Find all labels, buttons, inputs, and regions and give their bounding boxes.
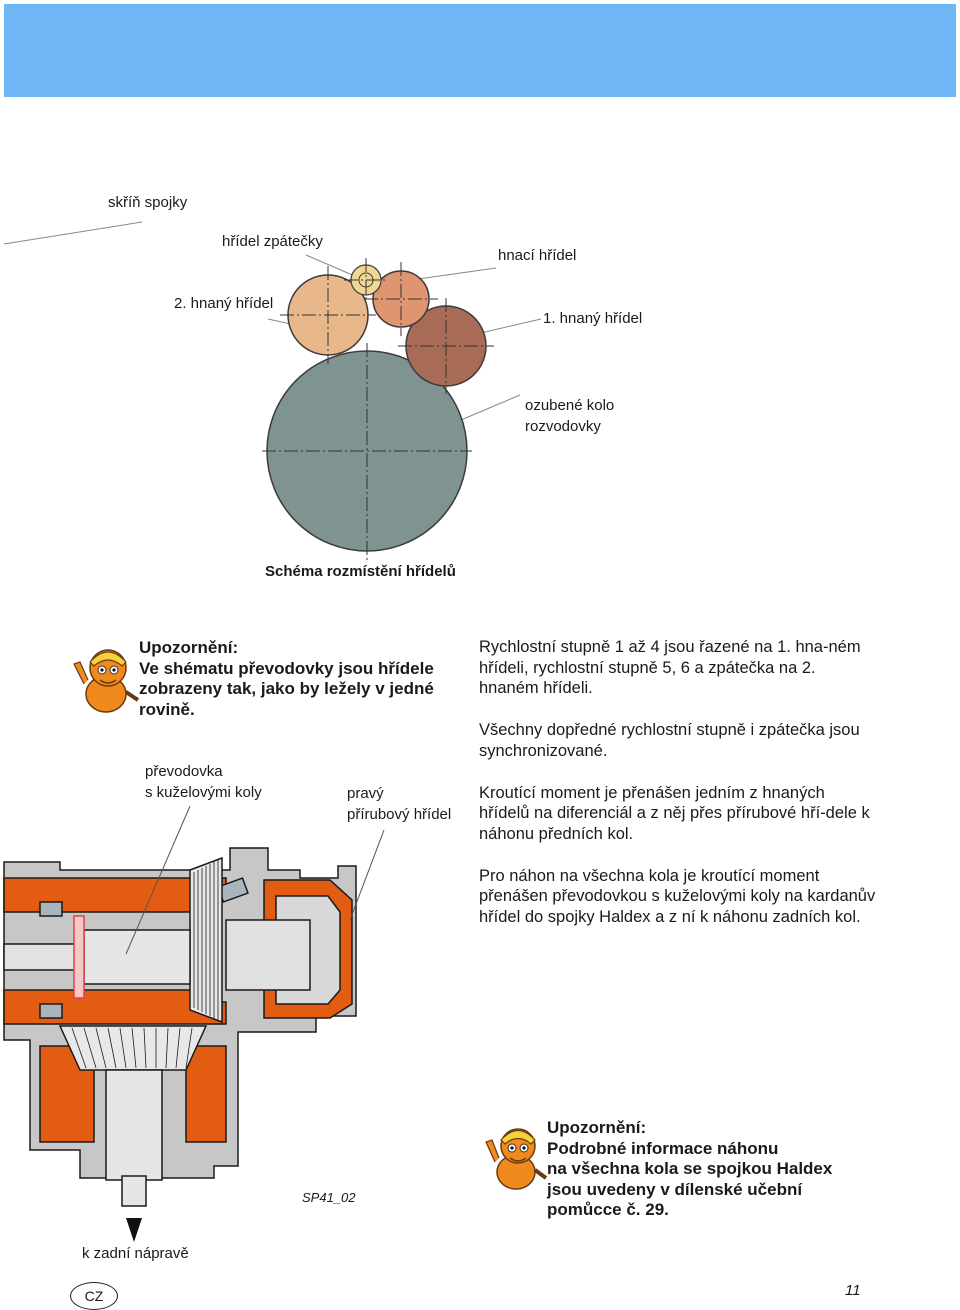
- mascot-warning-icon: [485, 1128, 548, 1190]
- mascot-warning-icon: [73, 649, 140, 713]
- note1-line: zobrazeny tak, jako by ležely v jedné: [139, 679, 434, 698]
- clutch-housing-label: skříň spojky: [108, 194, 188, 211]
- leader-line: [3, 221, 143, 245]
- reverse-shaft-label: hřídel zpátečky: [222, 233, 323, 250]
- second-driven-shaft-label: 2. hnaný hřídel: [174, 295, 274, 312]
- note1: Upozornění: Ve shématu převodovky jsou h…: [139, 638, 434, 720]
- note2-title: Upozornění:: [547, 1118, 647, 1137]
- bevel-gearbox-section: [3, 847, 357, 1242]
- note2-line: jsou uvedeny v dílenské učební: [547, 1179, 803, 1199]
- transfer-gear-label-line2: rozvodovky: [525, 418, 601, 435]
- flange-shaft-label-line1: pravý: [347, 785, 384, 802]
- transfer-gear-label-line1: ozubené kolo: [525, 397, 615, 414]
- language-badge: CZ: [70, 1282, 118, 1310]
- schema-caption: Schéma rozmístění hřídelů: [265, 563, 456, 580]
- bevel-box-label-line2: s kuželovými koly: [145, 784, 262, 801]
- first-driven-shaft-label: 1. hnaný hřídel: [543, 310, 643, 327]
- leader-line: [417, 267, 497, 280]
- drive-shaft-label: hnací hřídel: [498, 247, 577, 264]
- body-paragraph: Všechny dopředné rychlostní stupně i zpá…: [479, 721, 860, 760]
- note1-line: rovině.: [139, 699, 195, 719]
- center-lines: [262, 258, 494, 560]
- leader-line: [125, 805, 191, 955]
- rear-axle-label: k zadní nápravě: [82, 1245, 189, 1262]
- figure-code: SP41_02: [302, 1190, 356, 1205]
- body-text: Rychlostní stupně 1 až 4 jsou řazené na …: [479, 637, 879, 949]
- flange-shaft-label-line2: přírubový hřídel: [347, 806, 452, 823]
- note1-title: Upozornění:: [139, 638, 239, 657]
- body-paragraph: Rychlostní stupně 1 až 4 jsou řazené na …: [479, 638, 861, 698]
- page-number: 11: [845, 1282, 861, 1299]
- note1-line: Ve shématu převodovky jsou hřídele: [139, 658, 434, 678]
- bevel-box-label-line1: převodovka: [145, 763, 223, 780]
- note2-line: Podrobné informace náhonu: [547, 1138, 779, 1158]
- body-paragraph: Kroutící moment je přenášen jedním z hna…: [479, 783, 870, 843]
- note2-line: na všechna kola se spojkou Haldex: [547, 1159, 833, 1178]
- body-paragraph: Pro náhon na všechna kola je kroutící mo…: [479, 866, 876, 927]
- header-band: [4, 4, 956, 97]
- note2: Upozornění: Podrobné informace náhonu na…: [547, 1118, 832, 1221]
- note2-line: pomůcce č. 29.: [547, 1200, 669, 1219]
- leader-line: [305, 254, 358, 278]
- leader-line: [349, 829, 385, 921]
